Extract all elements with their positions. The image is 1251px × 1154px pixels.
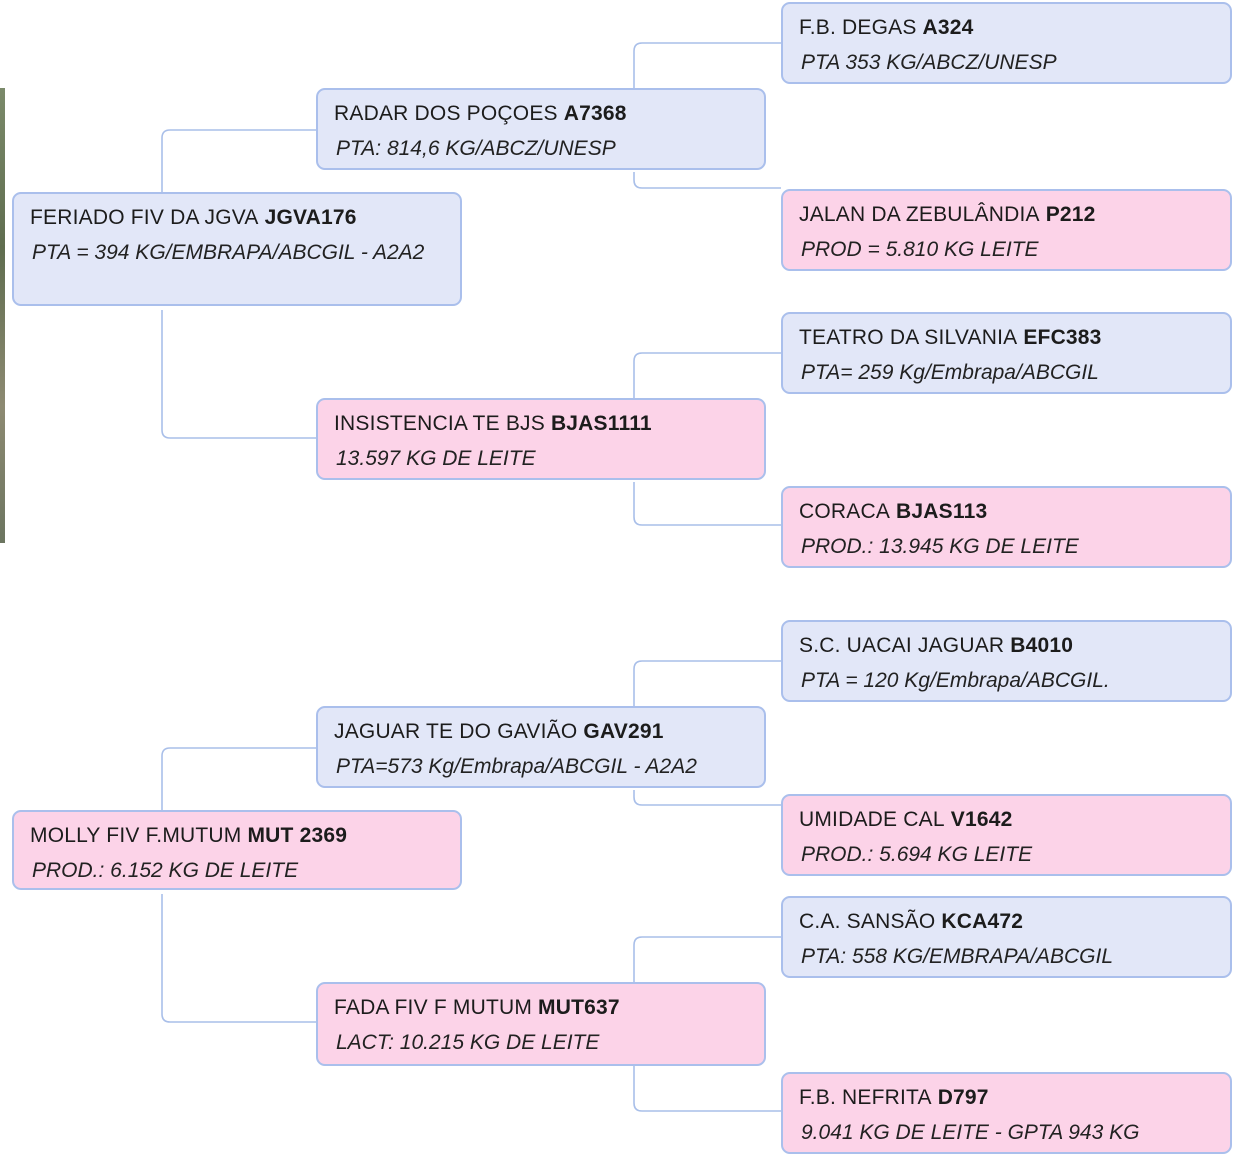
node-info: PTA= 259 Kg/Embrapa/ABCGIL bbox=[801, 361, 1099, 384]
node-name: F.B. DEGAS bbox=[799, 16, 917, 39]
node-name: RADAR DOS POÇOES bbox=[334, 102, 558, 125]
node-name: MOLLY FIV F.MUTUM bbox=[30, 824, 242, 847]
node-info: PTA: 814,6 KG/ABCZ/UNESP bbox=[336, 137, 616, 160]
background-photo-edge bbox=[0, 88, 5, 543]
node-name: F.B. NEFRITA bbox=[799, 1086, 932, 1109]
node-code: P212 bbox=[1045, 203, 1096, 226]
node-info: PTA = 120 Kg/Embrapa/ABCGIL. bbox=[801, 669, 1110, 692]
node-info: PROD.: 13.945 KG DE LEITE bbox=[801, 535, 1079, 558]
connector-sire-to-sire-dam bbox=[161, 310, 316, 439]
node-code: KCA472 bbox=[941, 910, 1024, 933]
node-info: PTA: 558 KG/EMBRAPA/ABCGIL bbox=[801, 945, 1113, 968]
connector-sire-to-sire-sire bbox=[161, 129, 316, 192]
node-name: UMIDADE CAL bbox=[799, 808, 945, 831]
connector-radar-to-jalan bbox=[633, 172, 781, 189]
connector-dam-to-dam-sire bbox=[161, 747, 316, 810]
node-name: C.A. SANSÃO bbox=[799, 910, 936, 933]
node-code: GAV291 bbox=[583, 720, 664, 743]
connector-radar-to-degas bbox=[633, 42, 781, 88]
node-code: BJAS1111 bbox=[550, 412, 652, 435]
node-info: PROD.: 6.152 KG DE LEITE bbox=[32, 859, 299, 882]
connector-insistencia-to-coraca bbox=[633, 482, 781, 526]
node-info: 9.041 KG DE LEITE - GPTA 943 KG bbox=[801, 1121, 1140, 1144]
node-info: PROD = 5.810 KG LEITE bbox=[801, 238, 1039, 261]
node-name: FADA FIV F MUTUM bbox=[334, 996, 533, 1019]
node-code: A7368 bbox=[563, 102, 627, 125]
node-info: PTA=573 Kg/Embrapa/ABCGIL - A2A2 bbox=[336, 755, 697, 778]
node-code: A324 bbox=[922, 16, 974, 39]
connector-jaguar-to-umidade bbox=[633, 790, 781, 806]
connector-dam-to-dam-dam bbox=[161, 894, 316, 1023]
node-code: MUT 2369 bbox=[247, 824, 348, 847]
node-name: TEATRO DA SILVANIA bbox=[799, 326, 1018, 349]
connector-fada-to-sansao bbox=[633, 936, 781, 982]
node-code: V1642 bbox=[950, 808, 1013, 831]
node-code: MUT637 bbox=[538, 996, 620, 1019]
node-name: INSISTENCIA TE BJS bbox=[334, 412, 545, 435]
node-code: BJAS113 bbox=[896, 500, 988, 523]
node-name: FERIADO FIV DA JGVA bbox=[30, 206, 259, 229]
node-info: LACT: 10.215 KG DE LEITE bbox=[336, 1031, 600, 1054]
node-code: JGVA176 bbox=[264, 206, 357, 229]
connector-insistencia-to-teatro bbox=[633, 352, 781, 398]
node-name: CORACA bbox=[799, 500, 891, 523]
connector-jaguar-to-uacai bbox=[633, 660, 781, 706]
node-info: PTA = 394 KG/EMBRAPA/ABCGIL - A2A2 bbox=[32, 241, 425, 264]
node-name: JALAN DA ZEBULÂNDIA bbox=[799, 203, 1040, 226]
node-info: PTA 353 KG/ABCZ/UNESP bbox=[801, 51, 1057, 74]
node-code: D797 bbox=[937, 1086, 989, 1109]
node-name: S.C. UACAI JAGUAR bbox=[799, 634, 1005, 657]
node-info: PROD.: 5.694 KG LEITE bbox=[801, 843, 1033, 866]
node-name: JAGUAR TE DO GAVIÃO bbox=[334, 720, 578, 743]
node-info: 13.597 KG DE LEITE bbox=[336, 447, 536, 470]
node-code: B4010 bbox=[1010, 634, 1074, 657]
node-code: EFC383 bbox=[1023, 326, 1102, 349]
connector-fada-to-nefrita bbox=[633, 1066, 781, 1112]
